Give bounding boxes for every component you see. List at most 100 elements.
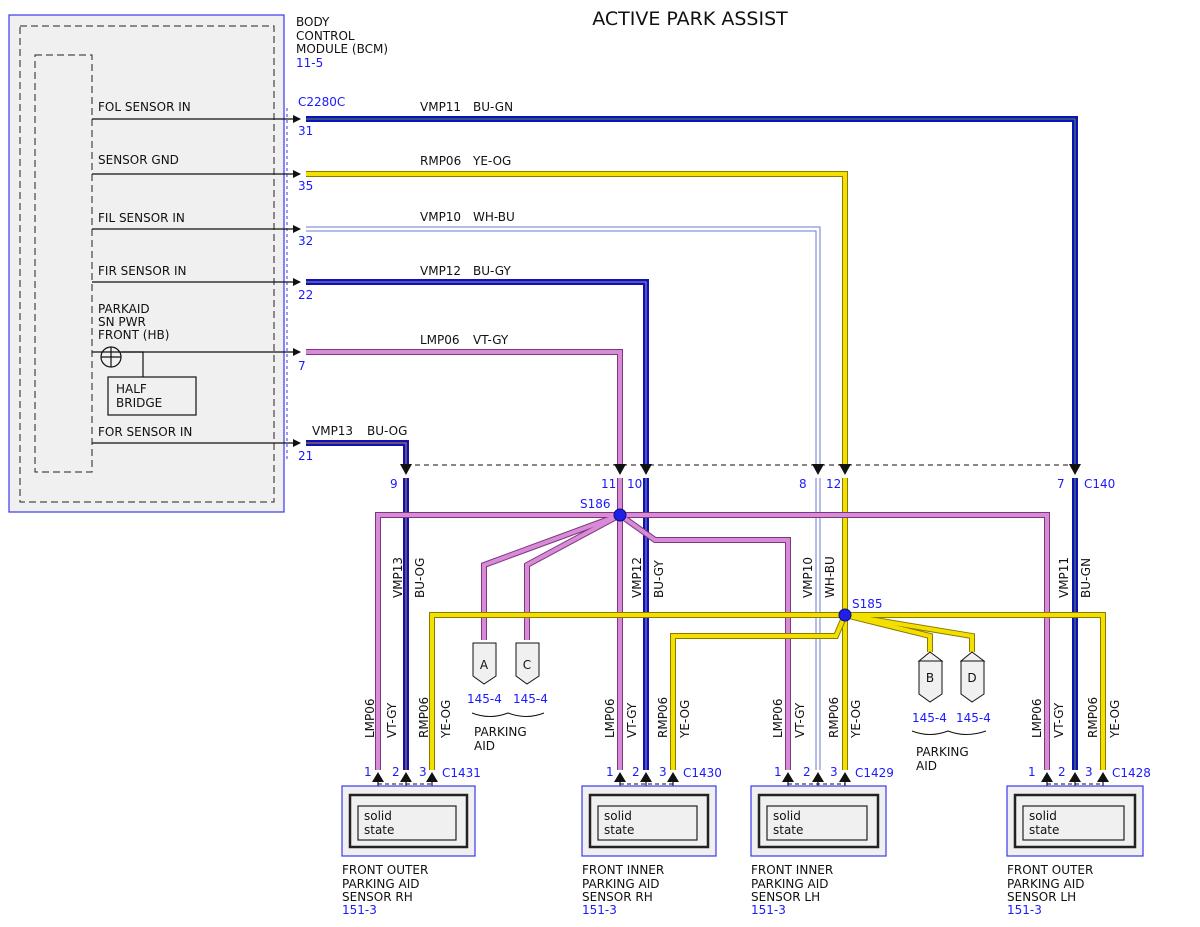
- c140-label: C140: [1084, 477, 1115, 491]
- diagram-title: ACTIVE PARK ASSIST: [592, 8, 788, 30]
- sensor-name: FRONT INNER PARKING AID SENSOR RH: [582, 863, 668, 904]
- connector-ref: 145-4: [467, 692, 502, 706]
- sensor-pin: 1: [606, 765, 614, 779]
- connector-shape: [472, 642, 497, 685]
- circuit-label: RMP06: [1086, 697, 1100, 738]
- sensor-connector-label: C1428: [1112, 766, 1151, 780]
- bcm-internal-bus-box: [34, 54, 93, 473]
- sensor-front-inner-lh: LMP06 VT-GY RMP06 YE-OG 1 2 3 C1429 soli…: [750, 697, 894, 917]
- wire-vmp10: [306, 226, 821, 770]
- pin-label-fil-sensor-in: FIL SENSOR IN: [98, 211, 185, 225]
- circuit-label: RMP06: [656, 697, 670, 738]
- wire-vmp12: [306, 279, 649, 770]
- color-code-label: VT-GY: [473, 333, 509, 347]
- bcm-module: BODY CONTROL MODULE (BCM) 11-5 C2280C: [8, 14, 388, 513]
- half-bridge-label: HALF BRIDGE: [116, 382, 162, 410]
- circuit-label: LMP06: [603, 698, 617, 738]
- connector-letter: C: [523, 658, 531, 672]
- color-code-label: BU-GY: [473, 264, 511, 278]
- circuit-label: LMP06: [420, 333, 460, 347]
- bcm-pin-arrows: [293, 115, 301, 447]
- solid-state-box: [357, 805, 457, 841]
- color-code-label: WH-BU: [473, 210, 515, 224]
- circuit-label: LMP06: [363, 698, 377, 738]
- sensor-ref: 151-3: [1007, 903, 1042, 917]
- connector-letter: D: [967, 671, 976, 685]
- circuit-label: VMP12: [420, 264, 461, 278]
- sensor-connector-label: C1430: [683, 766, 722, 780]
- pin-label-parkaid-power: PARKAID SN PWR FRONT (HB): [98, 302, 169, 342]
- sensor-ref: 151-3: [751, 903, 786, 917]
- pin-label-sensor-gnd: SENSOR GND: [98, 153, 179, 167]
- sensor-pin: 3: [1085, 765, 1093, 779]
- wire-lmp06: [306, 349, 623, 515]
- connector-shape: [515, 642, 540, 685]
- color-code-label: YE-OG: [849, 700, 863, 739]
- color-code-label: VT-GY: [1052, 702, 1066, 738]
- splice-label: S186: [580, 497, 611, 511]
- circuit-label: VMP11: [420, 100, 461, 114]
- wire-rmp06: [306, 171, 848, 770]
- parking-aid-label: PARKING AID: [916, 745, 973, 773]
- connector-ref: 145-4: [513, 692, 548, 706]
- color-code-label: BU-GY: [652, 560, 666, 598]
- bcm-pin-number: 35: [298, 179, 313, 193]
- sensor-name: FRONT OUTER PARKING AID SENSOR RH: [342, 863, 432, 904]
- circuit-label: VMP10: [420, 210, 461, 224]
- circuit-label: VMP11: [1057, 557, 1071, 598]
- circuit-label: LMP06: [1030, 698, 1044, 738]
- sensor-name: FRONT INNER PARKING AID SENSOR LH: [751, 863, 837, 904]
- color-code-label: VT-GY: [385, 702, 399, 738]
- c140-pin: 8: [799, 477, 807, 491]
- sensor-front-inner-rh: LMP06 VT-GY RMP06 YE-OG 1 2 3 C1430 soli…: [581, 697, 722, 917]
- sensor-front-outer-lh: LMP06 VT-GY RMP06 YE-OG 1 2 3 C1428 soli…: [1006, 697, 1151, 917]
- bcm-pin-labels: FOL SENSOR IN SENSOR GND FIL SENSOR IN F…: [98, 100, 192, 439]
- c140-pin: 7: [1057, 477, 1065, 491]
- connector-letter: A: [480, 658, 489, 672]
- sensor-pin: 2: [632, 765, 640, 779]
- sensor-pin: 2: [803, 765, 811, 779]
- sensor-ref: 151-3: [582, 903, 617, 917]
- bcm-pin-number: 32: [298, 234, 313, 248]
- parking-aid-label: PARKING AID: [474, 725, 531, 753]
- sensor-pin: 1: [1028, 765, 1036, 779]
- sensor-pin: 3: [830, 765, 838, 779]
- color-code-label: YE-OG: [1108, 700, 1122, 739]
- half-bridge-box: [107, 376, 197, 416]
- c140-pin: 11: [601, 477, 616, 491]
- bcm-pin-number: 31: [298, 124, 313, 138]
- sensor-connector-label: C1431: [442, 766, 481, 780]
- circuit-label: VMP10: [801, 557, 815, 598]
- pin-label-for-sensor-in: FOR SENSOR IN: [98, 425, 192, 439]
- group-brace: [911, 730, 987, 735]
- bcm-connector-label: C2280C: [298, 95, 345, 109]
- color-code-label: WH-BU: [823, 556, 837, 598]
- sensor-pin: 2: [1058, 765, 1066, 779]
- pin-label-fol-sensor-in: FOL SENSOR IN: [98, 100, 191, 114]
- bcm-circuit-labels: VMP11 BU-GN RMP06 YE-OG VMP10 WH-BU VMP1…: [312, 100, 515, 438]
- sensor-front-outer-rh: LMP06 VT-GY RMP06 YE-OG 1 2 3 C1431 soli…: [341, 697, 481, 917]
- group-brace: [471, 712, 545, 717]
- color-code-label: BU-GN: [1079, 558, 1093, 598]
- color-code-label: VT-GY: [793, 702, 807, 738]
- vertical-circuit-labels: VMP13 BU-OG VMP12 BU-GY VMP10 WH-BU VMP1…: [391, 556, 1093, 598]
- splice-s186: S186: [580, 497, 627, 522]
- splice-label: S185: [852, 597, 883, 611]
- sensor-connector-label: C1429: [855, 766, 894, 780]
- parking-aid-group-bd: B D 145-4 145-4 PARKING AID: [911, 651, 991, 773]
- sensor-pin: 3: [659, 765, 667, 779]
- bcm-pin-numbers: 31 35 32 22 7 21: [298, 124, 313, 463]
- circuit-label: VMP12: [630, 557, 644, 598]
- bcm-ref: 11-5: [296, 56, 323, 70]
- bcm-name: BODY CONTROL MODULE (BCM): [296, 15, 388, 56]
- sensor-pin: 1: [774, 765, 782, 779]
- sensor-pin: 2: [392, 765, 400, 779]
- circuit-label: VMP13: [391, 557, 405, 598]
- sensor-ref: 151-3: [342, 903, 377, 917]
- solid-state-box: [1022, 805, 1125, 841]
- bcm-outer-box: [8, 14, 285, 513]
- circuit-label: RMP06: [827, 697, 841, 738]
